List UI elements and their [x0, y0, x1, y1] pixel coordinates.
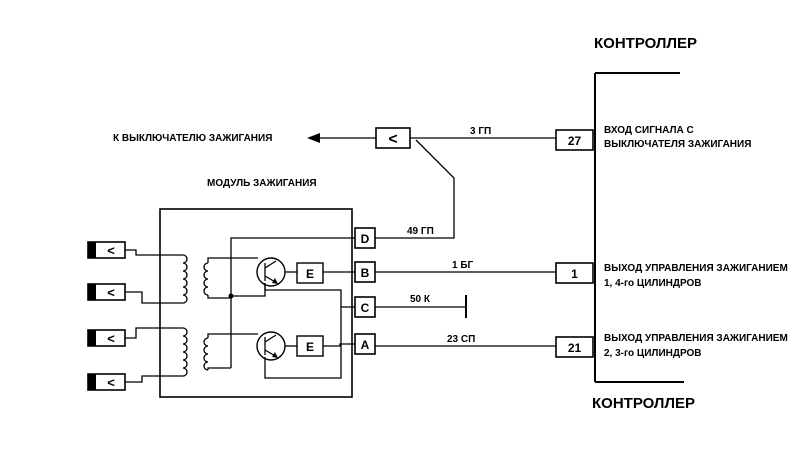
wire-sec-lower-bottom [207, 367, 231, 370]
module-internal-wiring: E E [207, 237, 355, 379]
pin-label-line-1: ВЫХОД УПРАВЛЕНИЯ ЗАЖИГАНИЕМ [604, 333, 788, 344]
spark-plug-1-icon: < [87, 241, 126, 259]
controller-pin-27: 27 ВХОД СИГНАЛА С ВЫКЛЮЧАТЕЛЯ ЗАЖИГАНИЯ [555, 125, 751, 151]
pin-label-line-1: ВХОД СИГНАЛА С [604, 125, 694, 136]
spark-plug-2-icon: < [87, 283, 126, 301]
wire-ground-c-upper [264, 283, 342, 307]
emitter-resistor-upper [296, 262, 324, 284]
emitter-label: E [306, 267, 314, 281]
wire-49 [374, 139, 455, 239]
pin-number: 1 [571, 267, 578, 281]
ignition-switch-circuit: К ВЫКЛЮЧАТЕЛЮ ЗАЖИГАНИЯ < 3 ГП 49 ГП [113, 126, 556, 239]
emitter-arrow-icon [272, 278, 278, 284]
transistor-lower-icon [256, 331, 286, 361]
pin-label-line-2: ВЫКЛЮЧАТЕЛЯ ЗАЖИГАНИЯ [604, 139, 751, 150]
pin-label-line-2: 1, 4-го ЦИЛИНДРОВ [604, 278, 702, 289]
controller-pin-1: 1 ВЫХОД УПРАВЛЕНИЯ ЗАЖИГАНИЕМ 1, 4-го ЦИ… [555, 262, 788, 289]
ignition-module: МОДУЛЬ ЗАЖИГАНИЯ D B C A [125, 178, 376, 398]
output-wiring: 1 БГ 50 К 23 СП [375, 260, 556, 347]
wire-ground-c [264, 306, 355, 379]
pin-label-line-1: ВЫХОД УПРАВЛЕНИЯ ЗАЖИГАНИЕМ [604, 263, 788, 274]
wire-label-23sp: 23 СП [447, 334, 475, 345]
spark-plug-3-icon: < [87, 329, 126, 347]
pin-letter: D [361, 232, 370, 246]
ignition-switch-label: К ВЫКЛЮЧАТЕЛЮ ЗАЖИГАНИЯ [113, 133, 272, 144]
svg-text:<: < [107, 243, 115, 258]
wire-upper-base [231, 283, 266, 297]
secondary-coil-icon [203, 337, 209, 371]
module-body [159, 208, 353, 398]
emitter-label: E [306, 340, 314, 354]
pin-box [555, 262, 594, 284]
wire-label-50k: 50 К [410, 294, 431, 305]
module-pin-d: D [354, 227, 376, 249]
pin-box [555, 129, 594, 151]
controller: КОНТРОЛЛЕР КОНТРОЛЛЕР 27 ВХОД СИГНАЛА С … [555, 35, 788, 412]
module-title: МОДУЛЬ ЗАЖИГАНИЯ [207, 178, 317, 189]
transistor-upper-icon [256, 257, 286, 287]
arrow-left-icon [307, 133, 320, 143]
module-pin-b: B [354, 261, 376, 283]
emitter-arrow-icon [272, 352, 278, 358]
controller-title: КОНТРОЛЛЕР [594, 35, 697, 52]
wire-sec-upper-top [207, 257, 231, 263]
primary-coil-icon [182, 254, 188, 304]
svg-text:<: < [107, 331, 115, 346]
wire-label-49gp: 49 ГП [407, 226, 434, 237]
svg-text:<: < [107, 285, 115, 300]
pin-letter: B [361, 266, 370, 280]
pin-letter: C [361, 301, 370, 315]
plug-wire-1 [125, 249, 183, 256]
pin-label-line-2: 2, 3-го ЦИЛИНДРОВ [604, 348, 702, 359]
spark-plug-wiring [125, 249, 183, 383]
spark-plugs: < < < < [87, 241, 126, 391]
transistor-collector [264, 334, 277, 343]
wire-sec-upper-bottom [207, 295, 231, 299]
controller-title-bottom: КОНТРОЛЛЕР [592, 395, 695, 412]
pin-box [555, 336, 594, 358]
pin-number: 27 [568, 134, 582, 148]
plug-wire-2 [125, 291, 183, 304]
pin-letter: A [361, 338, 370, 352]
transformer-lower [182, 327, 209, 377]
wire-e-to-a [323, 343, 355, 347]
module-pin-c: C [354, 296, 376, 318]
secondary-coil-icon [203, 262, 209, 296]
pin-number: 21 [568, 341, 582, 355]
wire-label-1bg: 1 БГ [452, 260, 474, 271]
plug-wire-4 [125, 375, 183, 383]
controller-pin-21: 21 ВЫХОД УПРАВЛЕНИЯ ЗАЖИГАНИЕМ 2, 3-го Ц… [555, 333, 788, 359]
wire-d-bus [230, 237, 355, 296]
spark-plug-4-icon: < [87, 373, 126, 391]
wire-sec-lower-top [207, 333, 231, 338]
plug-wire-3 [125, 327, 183, 339]
svg-text:<: < [107, 375, 115, 390]
primary-coil-icon [182, 327, 188, 377]
transistor-collector [264, 260, 277, 269]
module-pin-a: A [354, 333, 376, 355]
wire-label-3gp: 3 ГП [470, 126, 491, 137]
connector-symbol: < [388, 131, 397, 148]
transformer-upper [182, 254, 209, 304]
